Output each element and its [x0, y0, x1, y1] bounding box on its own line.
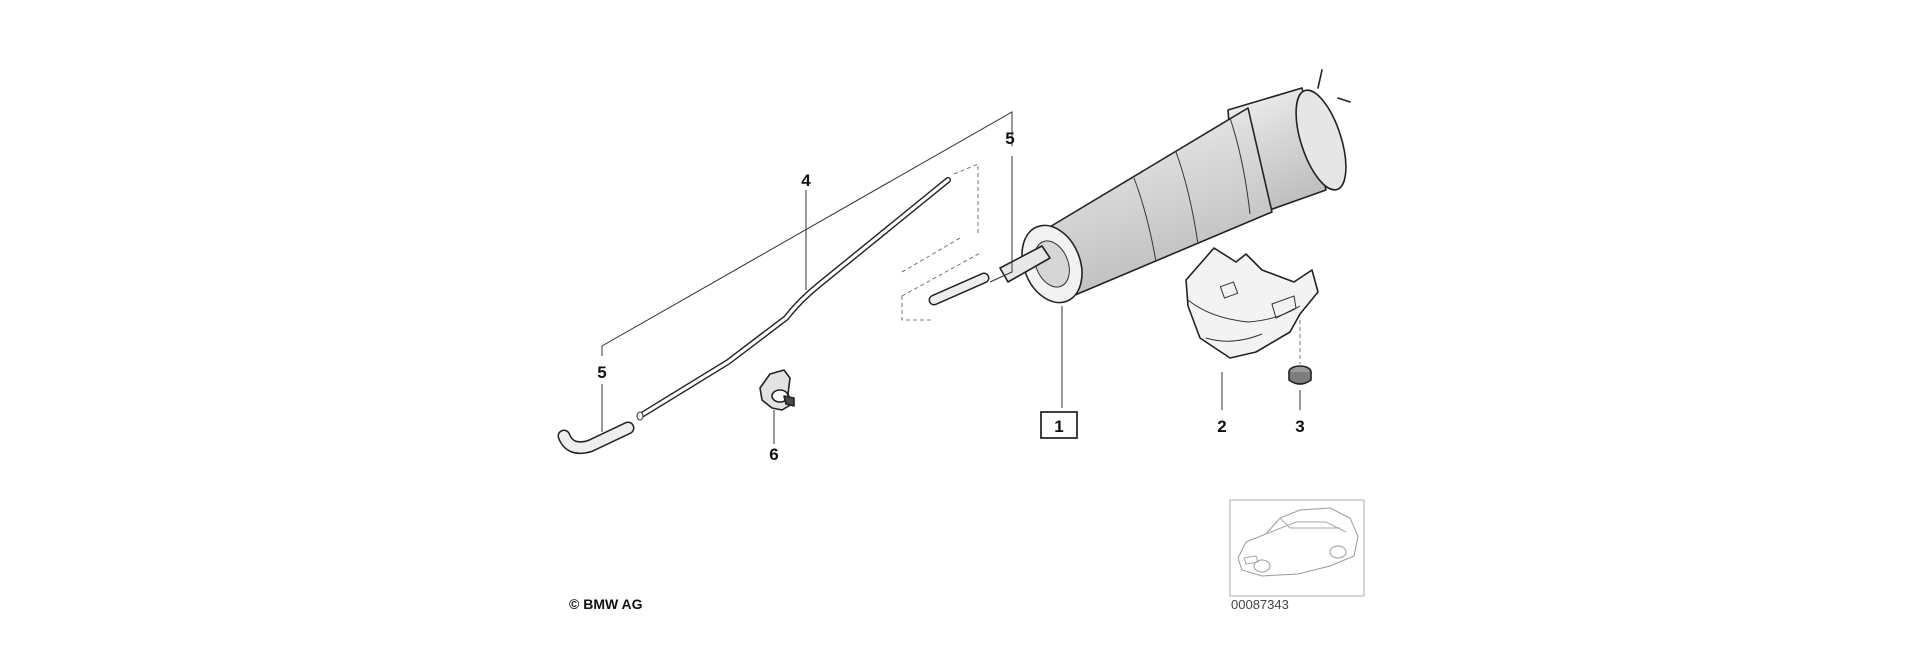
hose-part[interactable]: 5 5: [557, 111, 1015, 455]
bracket-part[interactable]: 2: [1185, 247, 1319, 436]
car-thumbnail-icon: [1229, 499, 1365, 597]
callout-5-lower: 5: [597, 363, 606, 382]
clamp-part[interactable]: 6: [759, 369, 795, 464]
callout-2: 2: [1217, 417, 1226, 436]
image-number: 00087343: [1231, 597, 1289, 612]
copyright-text: © BMW AG: [569, 596, 643, 612]
callout-4: 4: [801, 171, 811, 190]
callout-6: 6: [769, 445, 778, 464]
callout-5-upper: 5: [1005, 129, 1014, 148]
callout-3: 3: [1295, 417, 1304, 436]
callout-1: 1: [1054, 417, 1063, 436]
grommet-part[interactable]: 3: [1288, 320, 1312, 436]
fuel-line-part[interactable]: 4: [636, 171, 951, 421]
fuel-filter-part[interactable]: 1: [999, 69, 1356, 439]
